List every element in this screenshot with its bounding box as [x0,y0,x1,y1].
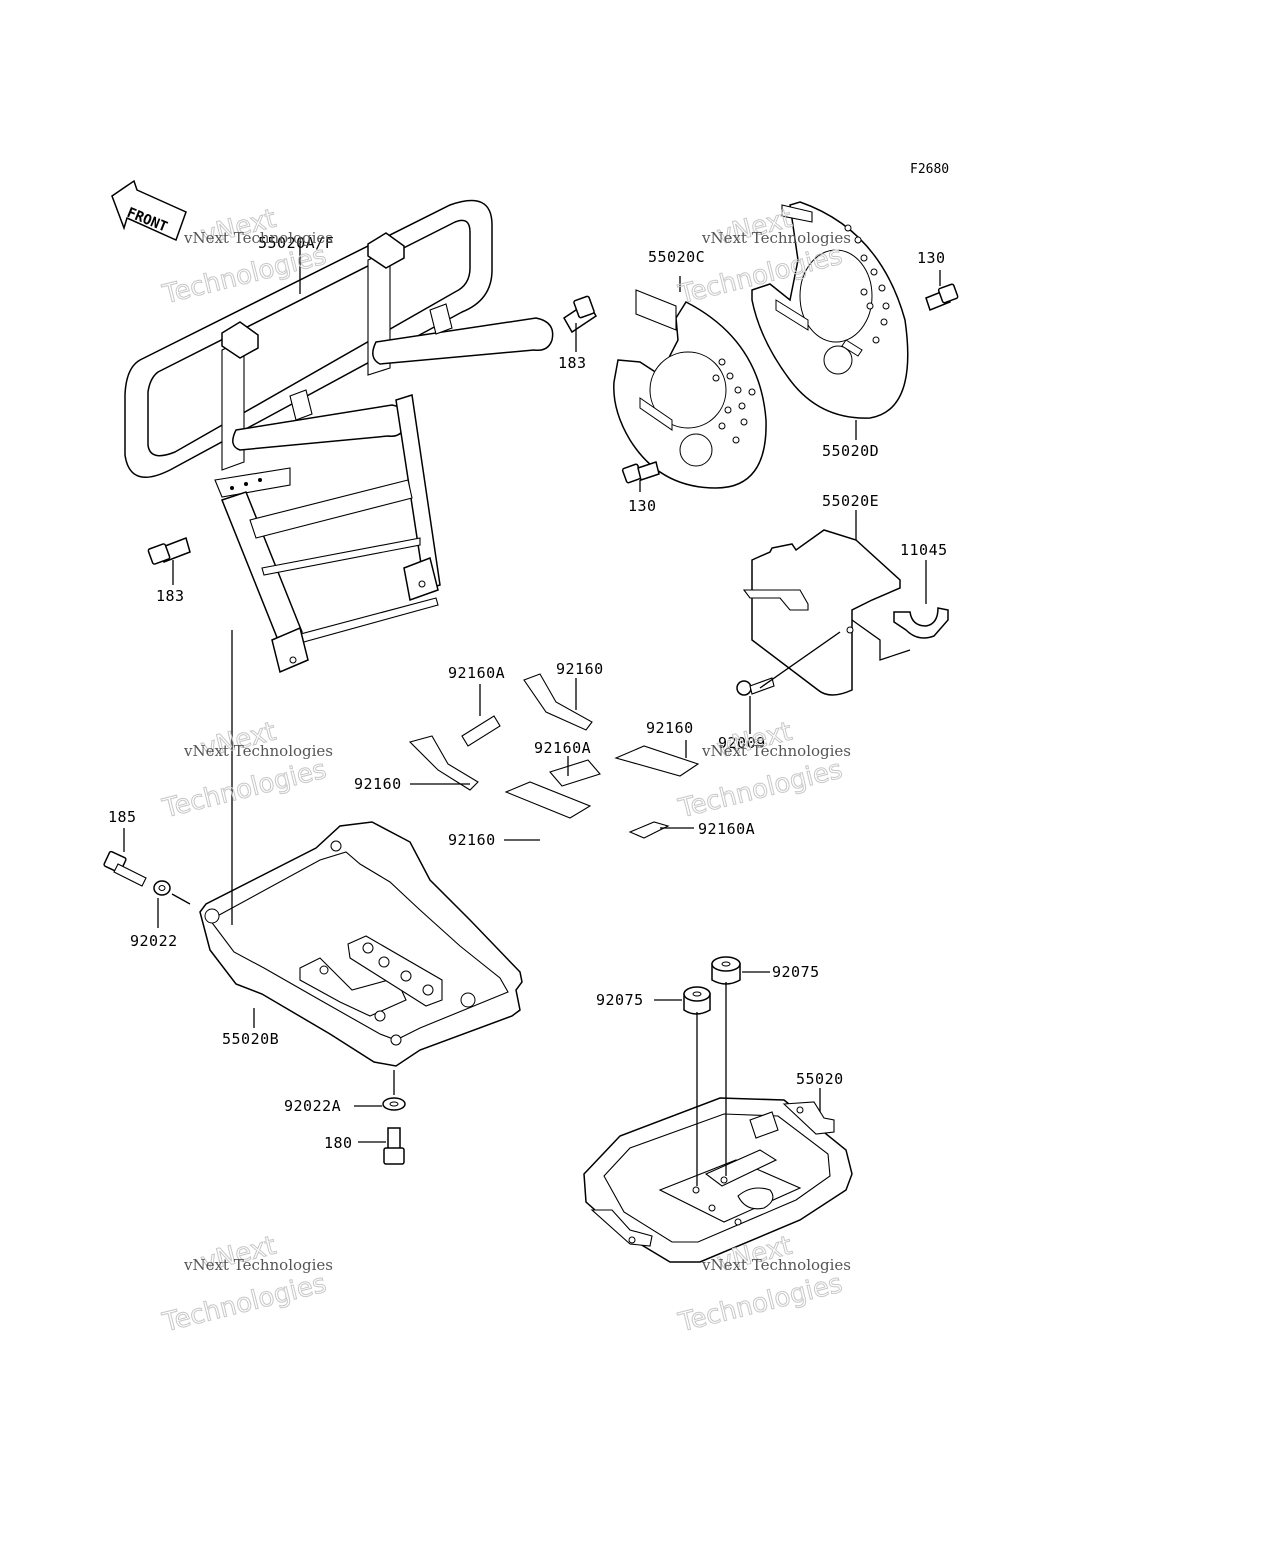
watermark-bottom-left: vNext vNext Technologies Technologies [159,1230,333,1339]
label-183-left: 183 [156,587,185,605]
vent-holes-d [844,224,890,344]
label-55020D: 55020D [822,442,879,460]
svg-text:vNext Technologies: vNext Technologies [183,742,333,760]
label-11045: 11045 [900,541,948,559]
label-92075-right: 92075 [772,963,820,981]
watermark-mid-left: vNext vNext Technologies Technologies [159,716,333,825]
svg-text:Technologies: Technologies [675,1269,845,1339]
pad-92160-right [614,740,700,777]
watermark-mid-right: vNext vNext Technologies Technologies [675,716,851,825]
pad-92160-top [523,673,593,731]
damper-92075-left-icon [654,986,711,1186]
bolt-180-icon [358,1127,405,1165]
label-92009: 92009 [718,734,766,752]
label-92160A-top: 92160A [448,664,505,682]
label-55020: 55020 [796,1070,844,1088]
damper-92075-right-icon [711,956,770,1176]
svg-text:vNext Technologies: vNext Technologies [183,1256,333,1274]
figure-code: F2680 [910,162,949,177]
label-130-right: 130 [917,249,946,267]
vent-holes-c [712,358,756,444]
pad-92160A-middle [549,756,601,787]
bolt-183-left-icon [147,537,191,585]
pad-92160A-top [461,684,501,747]
skid-plate-55020D-part [751,201,909,440]
label-92022: 92022 [130,932,178,950]
clamp-11045-icon [893,560,949,639]
svg-text:vNext Technologies: vNext Technologies [701,229,851,247]
label-92160-right: 92160 [646,719,694,737]
label-55020B: 55020B [222,1030,279,1048]
label-92160-top: 92160 [556,660,604,678]
pad-92160-left [408,735,479,791]
washer-92022A-icon [354,1097,406,1111]
bolt-183-top-icon [563,295,597,352]
svg-text:vNext Technologies: vNext Technologies [701,742,851,760]
washer-92022-icon [153,880,191,928]
svg-text:Technologies: Technologies [159,1269,329,1339]
svg-text:vNext Technologies: vNext Technologies [701,1256,851,1274]
label-92075-left: 92075 [596,991,644,1009]
bolt-185-icon [103,828,147,887]
label-183-top: 183 [558,354,587,372]
skid-plate-55020C-part [613,276,767,489]
label-92160A-bottom: 92160A [698,820,755,838]
label-92160-bottom: 92160 [448,831,496,849]
label-55020C: 55020C [648,248,705,266]
label-55020E: 55020E [822,492,879,510]
label-92022A: 92022A [284,1097,341,1115]
front-guard-part [124,199,554,674]
cover-55020E-part [742,510,911,696]
label-55020A-F: 55020A/F [258,234,334,252]
tray-55020-part [583,1088,853,1263]
svg-text:Technologies: Technologies [159,755,329,825]
front-arrow-icon: FRONT [111,179,187,242]
label-130-left: 130 [628,497,657,515]
label-185: 185 [108,808,137,826]
label-180: 180 [324,1134,353,1152]
label-92160-left: 92160 [354,775,402,793]
svg-text:Technologies: Technologies [675,755,845,825]
bolt-130-right-icon [925,270,959,311]
pad-92160-bottom [504,781,592,841]
pad-92160A-bottom [628,821,694,839]
screw-92009-icon [736,631,841,734]
pad-set [408,673,700,841]
bolt-130-left-icon [621,461,660,492]
skid-plate-55020B-part [199,630,523,1095]
label-92160A-middle: 92160A [534,739,591,757]
part-labels: 55020A/F 55020C 130 183 55020D 130 55020… [108,234,948,1152]
svg-text:vNext Technologies: vNext Technologies [183,229,333,247]
